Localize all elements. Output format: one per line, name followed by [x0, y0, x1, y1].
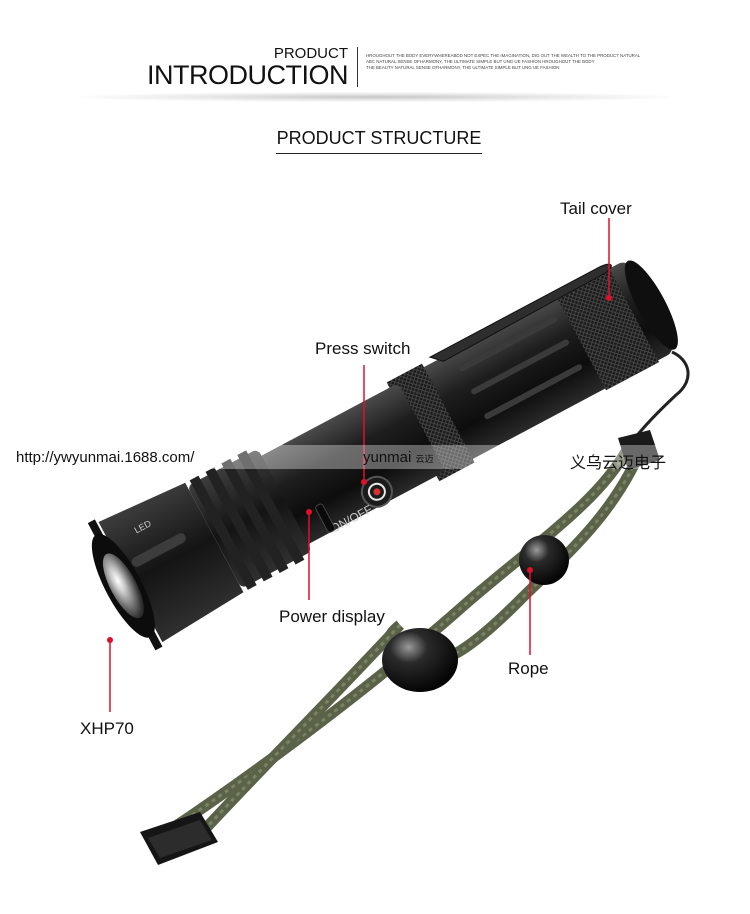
watermark-band — [0, 445, 750, 469]
header-description-line: HROUGHOUT THE BODY EVERYWHEREABDD NOT EX… — [366, 53, 641, 58]
header-shadow — [80, 92, 670, 102]
label-tail-cover: Tail cover — [560, 199, 632, 218]
tail-knurl — [555, 266, 660, 391]
section-title-underline — [276, 153, 482, 154]
label-xhp70: XHP70 — [80, 719, 134, 738]
watermark-company: 义乌云迈电子 — [570, 455, 667, 472]
section-title: PRODUCT STRUCTURE — [276, 128, 482, 148]
flashlight: ON/OFF LED — [87, 260, 678, 651]
header-description-line: THE BEAUTY NATURAL SENSE OFHARMONY, THE … — [366, 65, 560, 71]
header-description: HROUGHOUT THE BODY EVERYWHEREABDD NOT EX… — [366, 53, 641, 72]
rope — [140, 350, 690, 865]
label-press-switch: Press switch — [315, 339, 411, 358]
watermark-brand-name: yunmai — [363, 449, 412, 466]
label-power-display: Power display — [279, 607, 385, 626]
header-description-line: ABC NATURAL SENSE OFHARMONY, THE ULTIMAT… — [366, 59, 595, 65]
bead-small — [519, 535, 569, 585]
switch-ring — [386, 363, 475, 482]
header-title-small: PRODUCT — [273, 45, 348, 62]
watermark-url: http://ywyunmai.1688.com/ — [16, 449, 195, 466]
watermark-brand: yunmai 云迈 — [363, 449, 434, 466]
flashlight-body — [259, 385, 444, 545]
page-header: PRODUCT INTRODUCTION HROUGHOUT THE BODY … — [0, 0, 750, 110]
header-divider — [357, 47, 358, 87]
lens — [102, 553, 144, 619]
watermark-brand-cn: 云迈 — [415, 454, 434, 464]
header-title-big: INTRODUCTION — [147, 60, 348, 90]
label-rope: Rope — [508, 659, 549, 678]
bead-large — [382, 628, 458, 692]
power-display — [315, 503, 336, 533]
bezel — [98, 482, 244, 643]
